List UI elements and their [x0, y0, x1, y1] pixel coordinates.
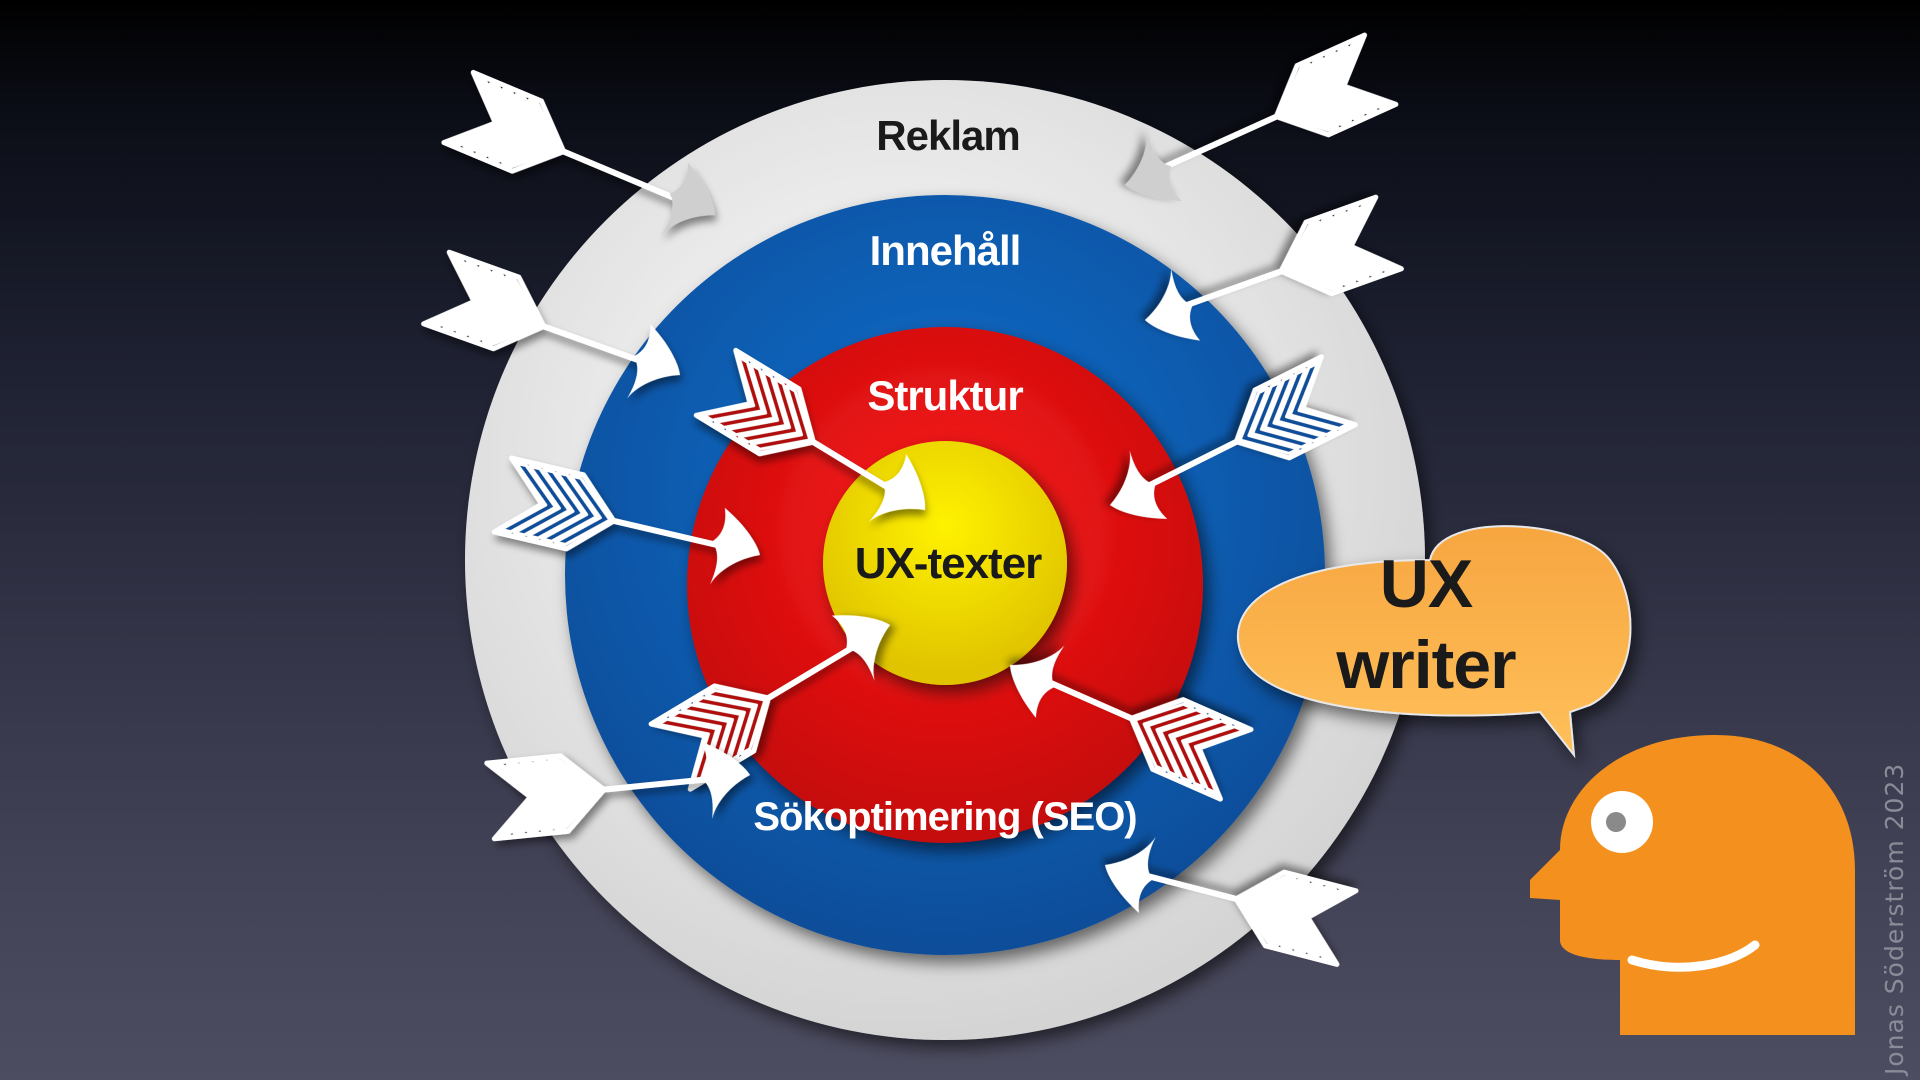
arrow-feather: [1336, 201, 1396, 272]
arrow-feather: [481, 275, 542, 346]
arrow-feather: [488, 93, 549, 163]
arrow-feather: [442, 261, 502, 332]
arrow-6: [1110, 354, 1358, 519]
speech-bubble: [1237, 525, 1632, 759]
arrow-5: [693, 347, 926, 523]
arrow-fletching-outline: [441, 69, 567, 174]
arrow-fletching-outline: [1128, 697, 1254, 802]
arrow-feather: [1291, 56, 1352, 127]
arrow-tip: [1110, 450, 1168, 519]
arrow-feather: [491, 764, 546, 836]
arrow-fletching-outline: [1233, 354, 1358, 461]
head-shape: [1530, 735, 1855, 1035]
arrow-feather: [468, 270, 529, 342]
arrow-feather: [1323, 206, 1383, 277]
arrow-feather: [505, 762, 560, 835]
arrow-fletching-outline: [1273, 32, 1399, 138]
arrow-feather: [1251, 380, 1313, 449]
arrow-feather: [499, 461, 557, 534]
arrow-feather: [725, 369, 788, 437]
arrow-feather: [1276, 367, 1338, 437]
arrow-feather: [475, 87, 536, 158]
arrow-feather: [1316, 45, 1378, 115]
bubble-line-2: writer: [1335, 627, 1516, 703]
label-innehall: Innehåll: [870, 227, 1021, 274]
arrow-fletching-outline: [1278, 194, 1404, 297]
arrow-feather: [704, 688, 767, 756]
credit-text: Jonas Söderström 2023: [1880, 762, 1909, 1075]
arrow-feather: [1296, 215, 1357, 287]
arrow-tip: [700, 741, 750, 819]
arrow-tip: [831, 615, 891, 681]
arrow-feather: [1263, 374, 1325, 443]
arrow-tip: [1105, 836, 1156, 914]
arrow-1: [441, 69, 715, 236]
arrow-tip: [660, 162, 715, 236]
arrow-feather: [540, 471, 598, 543]
arrow-feather: [1279, 885, 1338, 957]
arrow-feather: [701, 355, 764, 422]
pupil-icon: [1606, 812, 1626, 832]
arrow-feather: [737, 377, 800, 444]
head-figure: [1530, 735, 1855, 1035]
arrow-feather: [1238, 386, 1300, 455]
arrow-3: [421, 249, 681, 399]
arrow-tip: [1144, 268, 1201, 341]
arrow-2: [1124, 32, 1399, 202]
arrows-group: [421, 32, 1404, 967]
smile-icon: [1627, 940, 1760, 972]
arrow-feather: [554, 474, 612, 546]
arrow-tip: [1010, 645, 1065, 718]
label-struktur: Struktur: [867, 372, 1023, 419]
arrow-feather: [547, 758, 602, 831]
arrow-feather: [1133, 702, 1195, 772]
arrow-fletching-outline: [648, 683, 771, 792]
arrow-feather: [462, 82, 523, 152]
label-reklam: Reklam: [876, 112, 1019, 159]
arrow-feather: [1278, 62, 1340, 132]
arrow-4: [1144, 194, 1404, 341]
arrow-10: [484, 741, 750, 842]
arrow-feather: [713, 362, 776, 429]
arrow-9: [1010, 645, 1254, 802]
arrow-feather: [1304, 51, 1365, 121]
arrow-feather: [1265, 882, 1324, 954]
arrow-feather: [1288, 361, 1350, 430]
arrow-feather: [1238, 875, 1297, 947]
arrow-feather: [1171, 719, 1233, 789]
arrow-feather: [429, 256, 489, 327]
arrow-feather: [533, 759, 588, 832]
arrow-feather: [1329, 39, 1391, 109]
arrow-feather: [455, 265, 516, 337]
arrow-tip: [1124, 131, 1182, 202]
arrow-feather: [513, 464, 571, 537]
arrow-feather: [526, 468, 585, 540]
arrow-fletching-outline: [1233, 869, 1359, 967]
arrow-feather: [749, 384, 812, 451]
arrow-feather: [501, 98, 562, 169]
arrow-feather: [1292, 889, 1351, 961]
arrow-feather: [1184, 725, 1246, 795]
arrow-7: [491, 455, 760, 585]
arrow-feather: [1146, 708, 1207, 778]
arrow-tip: [626, 324, 681, 399]
arrow-feather: [449, 76, 510, 147]
arrow-fletching-outline: [491, 455, 617, 552]
arrow-feather: [1159, 713, 1220, 784]
arrow-feather: [1252, 878, 1311, 950]
arrow-tip: [710, 507, 760, 585]
arrow-11: [1105, 836, 1359, 967]
arrow-fletching-outline: [484, 753, 607, 842]
arrow-feather: [1283, 220, 1344, 291]
bubble-line-1: UX: [1380, 546, 1473, 622]
arrow-tip: [868, 454, 926, 523]
arrow-feather: [692, 696, 755, 763]
arrow-fletching-outline: [421, 249, 547, 352]
label-ux-texter: UX-texter: [855, 539, 1042, 588]
arrow-feather: [1309, 210, 1370, 282]
label-sokoptimering: Sökoptimering (SEO): [753, 795, 1136, 839]
arrow-fletching-outline: [693, 347, 816, 457]
arrow-feather: [519, 761, 574, 833]
